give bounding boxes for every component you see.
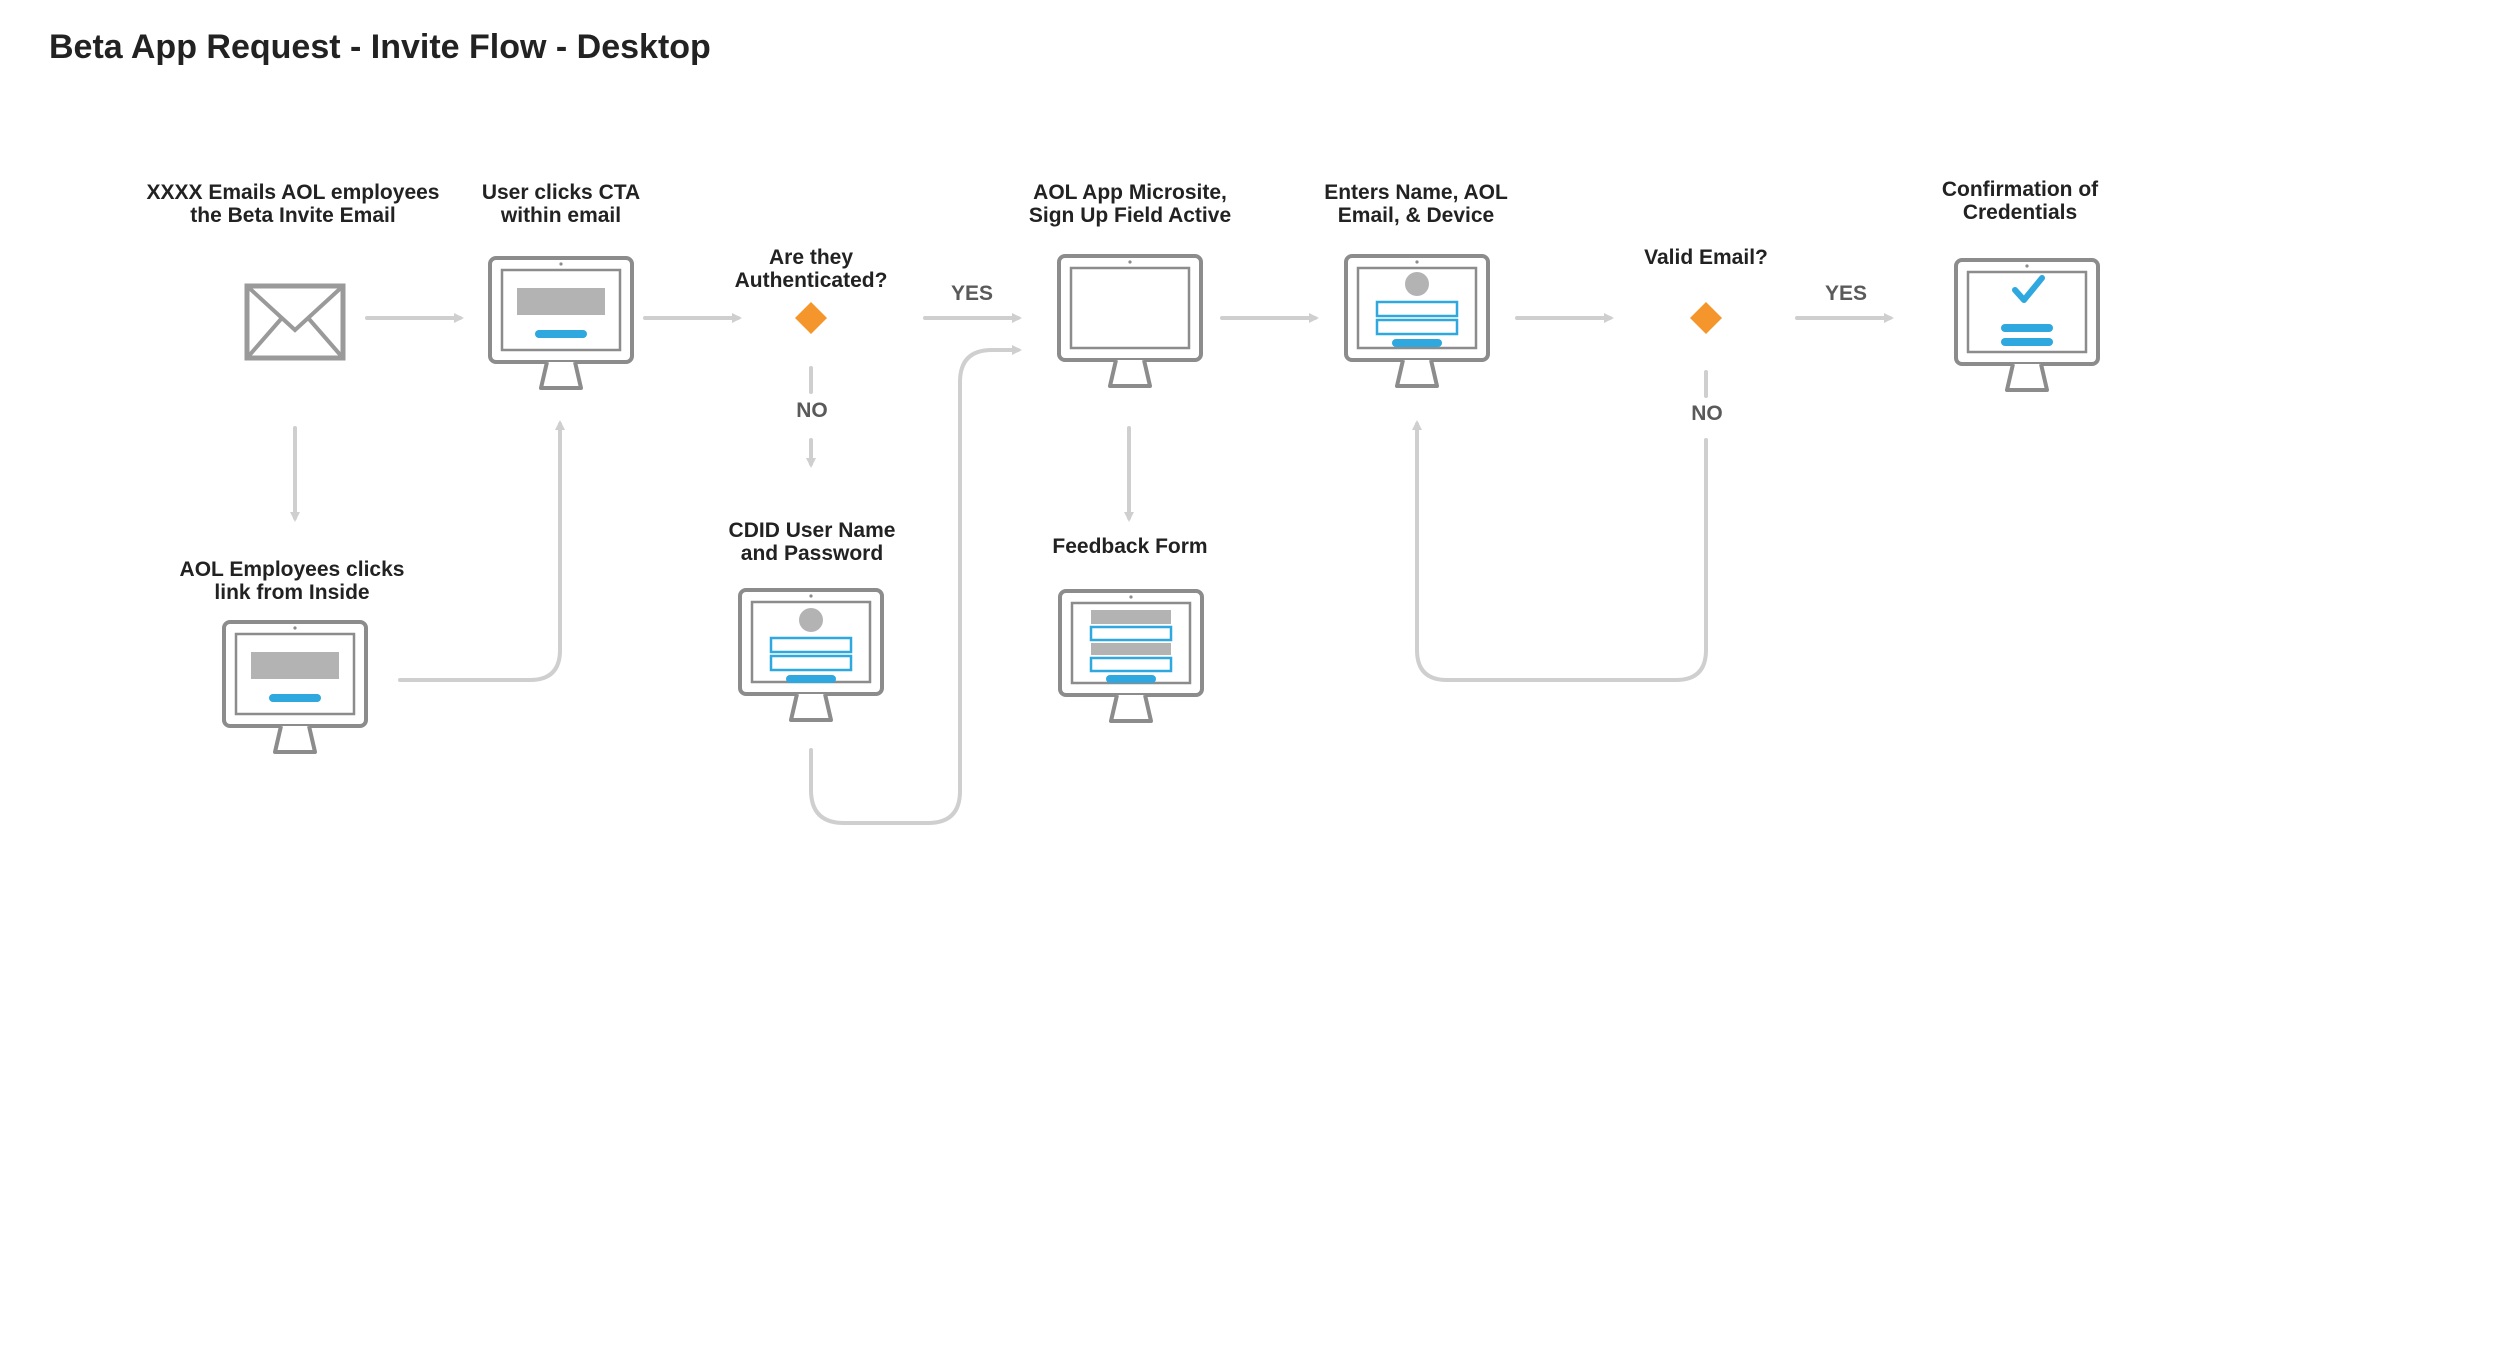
monitor-feedback-form <box>1058 589 1204 723</box>
submit-bar <box>786 675 836 683</box>
connector-inside-link-to-cta <box>398 420 565 682</box>
edge-label-valid-yes: YES <box>1824 282 1868 305</box>
content-placeholder <box>251 652 339 679</box>
checkmark-icon <box>2012 275 2045 303</box>
cta-bar <box>269 694 321 702</box>
password-field <box>769 654 853 672</box>
monitor-microsite <box>1057 254 1203 388</box>
avatar-placeholder <box>799 608 823 632</box>
name-field <box>1375 300 1459 318</box>
edge-label-auth-yes: YES <box>950 282 994 305</box>
monitor-cdid-login <box>738 588 884 722</box>
connector-cdid-to-microsite <box>809 345 1022 825</box>
header-placeholder <box>1091 610 1171 624</box>
edge-label-valid-no: NO <box>1691 402 1723 425</box>
connector-valid-no-loop <box>1412 420 1708 682</box>
decision-diamond-icon <box>1690 302 1722 334</box>
avatar-placeholder <box>1405 272 1429 296</box>
node-label-authenticated: Are they Authenticated? <box>734 246 888 292</box>
node-label-enters-info: Enters Name, AOL Email, & Device <box>1324 181 1508 227</box>
page-title: Beta App Request - Invite Flow - Desktop <box>49 28 711 66</box>
node-label-confirmation: Confirmation of Credentials <box>1941 178 2099 224</box>
form-field <box>1089 656 1173 673</box>
label-placeholder <box>1091 643 1171 655</box>
monitor-confirmation <box>1954 258 2100 392</box>
edge-label-auth-no: NO <box>796 399 828 422</box>
node-label-feedback: Feedback Form <box>1052 535 1208 558</box>
decision-diamond-icon <box>795 302 827 334</box>
content-placeholder <box>517 288 605 315</box>
envelope-icon <box>244 283 346 361</box>
node-label-microsite: AOL App Microsite, Sign Up Field Active <box>1028 181 1232 227</box>
cta-bar <box>535 330 587 338</box>
node-label-valid-email: Valid Email? <box>1644 246 1768 269</box>
username-field <box>769 636 853 654</box>
submit-bar <box>1392 339 1442 347</box>
monitor-enters-info <box>1344 254 1490 388</box>
form-field <box>1089 625 1173 642</box>
confirm-line <box>2001 324 2053 332</box>
monitor-inside-link <box>222 620 368 754</box>
email-field <box>1375 318 1459 336</box>
node-label-cdid-login: CDID User Name and Password <box>728 519 896 565</box>
submit-bar <box>1106 675 1156 683</box>
node-label-clicks-cta: User clicks CTA within email <box>481 181 641 227</box>
monitor-clicks-cta <box>488 256 634 390</box>
node-label-email-sent: XXXX Emails AOL employees the Beta Invit… <box>146 181 440 227</box>
confirm-line <box>2001 338 2053 346</box>
node-label-inside-link: AOL Employees clicks link from Inside <box>179 558 405 604</box>
